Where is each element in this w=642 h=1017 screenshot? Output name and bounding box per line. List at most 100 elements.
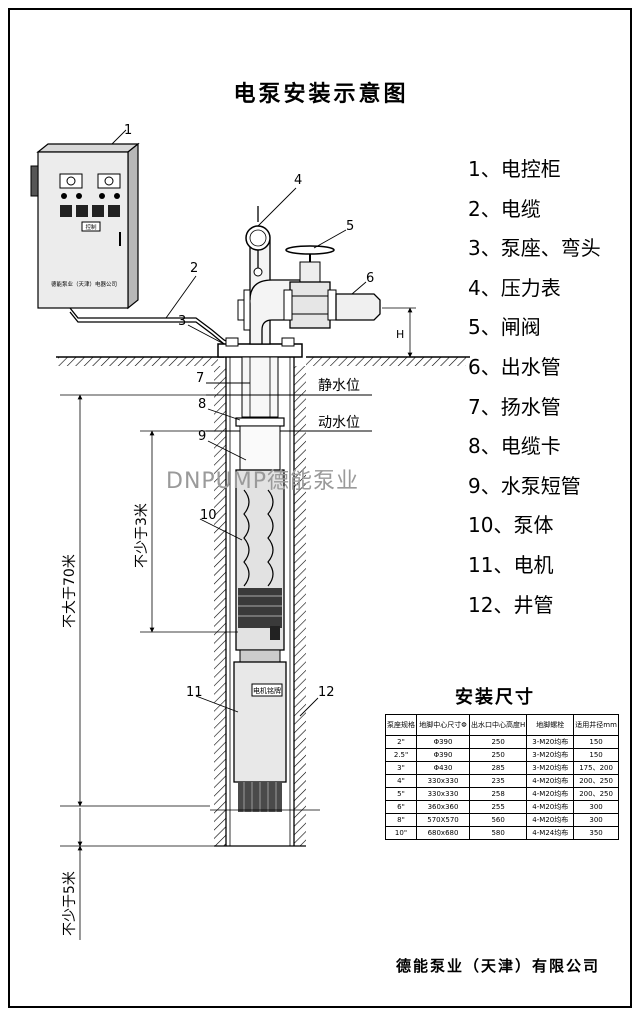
table-cell: 330x330 xyxy=(416,787,470,801)
watermark: DNPUMP德能泵业 xyxy=(166,469,360,494)
legend-item: 6、出水管 xyxy=(468,354,561,379)
table-cell: 200、250 xyxy=(573,774,619,788)
table-cell: 4-M20均布 xyxy=(526,787,575,801)
table-cell: 175、200 xyxy=(573,761,619,775)
table-header: 出水口中心高度H xyxy=(468,714,528,736)
pump-short-pipe xyxy=(239,425,281,471)
outlet-pipe xyxy=(335,293,381,321)
table-cell: 3-M20均布 xyxy=(526,761,575,775)
table-cell: Φ390 xyxy=(416,748,470,762)
motor: 电机铭牌 xyxy=(233,649,287,812)
table-cell: 250 xyxy=(468,735,528,749)
callout-9: 9 xyxy=(198,429,206,444)
static-water-level: 静水位 xyxy=(318,378,360,394)
legend-item: 9、水泵短管 xyxy=(468,473,581,498)
table-cell: 2" xyxy=(385,735,417,749)
callout-8: 8 xyxy=(198,397,206,412)
cabinet-nameplate: 德能泵业（天津）电器公司 xyxy=(51,280,117,288)
table-cell: 150 xyxy=(573,748,619,762)
table-cell: 4-M24均布 xyxy=(526,826,575,840)
table-cell: 560 xyxy=(468,813,528,827)
table-cell: 6" xyxy=(385,800,417,814)
table-cell: 300 xyxy=(573,800,619,814)
legend-item: 8、电缆卡 xyxy=(468,434,561,459)
motor-nameplate: 电机铭牌 xyxy=(253,686,281,695)
callout-3: 3 xyxy=(178,314,186,329)
dimension-max-70m-label: 不大于70米 xyxy=(62,554,78,628)
legend-item: 2、电缆 xyxy=(468,196,541,221)
dimension-min-3m-label: 不少于3米 xyxy=(134,503,150,568)
table-cell: 2.5" xyxy=(385,748,417,762)
legend-item: 7、扬水管 xyxy=(468,394,561,419)
callout-12: 12 xyxy=(318,685,335,700)
table-cell: 4-M20均布 xyxy=(526,800,575,814)
dimension-min-3m: 不少于3米 xyxy=(134,430,238,633)
pump-body xyxy=(235,469,285,651)
gate-valve xyxy=(283,245,337,329)
page-title: 电泵安装示意图 xyxy=(233,82,409,107)
dimension-min-5m-label: 不少于5米 xyxy=(62,871,78,936)
callout-6: 6 xyxy=(366,271,374,286)
table-cell: Φ430 xyxy=(416,761,470,775)
legend-item: 11、电机 xyxy=(468,552,554,577)
callout-7: 7 xyxy=(196,371,204,386)
legend-item: 1、电控柜 xyxy=(468,157,561,181)
table-title: 安装尺寸 xyxy=(455,687,535,708)
table-cell: 235 xyxy=(468,774,528,788)
table-cell: 4" xyxy=(385,774,417,788)
table-cell: 360x360 xyxy=(416,800,470,814)
table-cell: 285 xyxy=(468,761,528,775)
dimension-min-5m: 不少于5米 xyxy=(60,808,214,940)
table-cell: 200、250 xyxy=(573,787,619,801)
legend: 1、电控柜 2、电缆 3、泵座、弯头 4、压力表 5、闸阀 6、出水管 7、扬水… xyxy=(468,150,601,625)
legend-item: 10、泵体 xyxy=(468,513,554,538)
water-levels: 静水位 动水位 xyxy=(206,378,372,432)
company-name: 德能泵业（天津）有限公司 xyxy=(396,957,601,975)
callout-10: 10 xyxy=(200,508,217,523)
table-cell: 5" xyxy=(385,787,417,801)
callout-1: 1 xyxy=(124,123,132,138)
table-header: 适用井径mm xyxy=(573,714,619,736)
cable xyxy=(69,307,237,347)
table-cell: 300 xyxy=(573,813,619,827)
table-cell: 4-M20均布 xyxy=(526,813,575,827)
table-cell: 330x330 xyxy=(416,774,470,788)
table-header: 地脚螺栓 xyxy=(526,714,575,736)
table-cell: 255 xyxy=(468,800,528,814)
callouts: 1 2 3 4 5 6 7 8 9 10 11 12 xyxy=(111,123,374,717)
control-cabinet: 控制 德能泵业（天津）电器公司 xyxy=(30,142,140,310)
table-cell: 150 xyxy=(573,735,619,749)
callout-5: 5 xyxy=(346,219,354,234)
dynamic-water-level: 动水位 xyxy=(318,415,360,431)
dimension-max-70m: 不大于70米 xyxy=(60,394,210,807)
callout-4: 4 xyxy=(294,173,302,188)
installation-size-table: 泵座规格 地脚中心尺寸Φ 出水口中心高度H 地脚螺栓 适用井径mm 2"Φ390… xyxy=(385,714,619,840)
h-label: H xyxy=(396,328,404,341)
table-cell: 258 xyxy=(468,787,528,801)
table-cell: 3" xyxy=(385,761,417,775)
pressure-gauge xyxy=(245,206,271,277)
page-frame xyxy=(8,8,632,1008)
callout-11: 11 xyxy=(186,685,203,700)
cabinet-button-label: 控制 xyxy=(85,223,97,231)
table-header: 泵座规格 xyxy=(385,714,417,736)
table-cell: 10" xyxy=(385,826,417,840)
table-cell: 3-M20均布 xyxy=(526,735,575,749)
callout-2: 2 xyxy=(190,261,198,276)
table-header-row: 泵座规格 地脚中心尺寸Φ 出水口中心高度H 地脚螺栓 适用井径mm xyxy=(385,714,619,736)
legend-item: 3、泵座、弯头 xyxy=(468,236,601,261)
table-cell: 350 xyxy=(573,826,619,840)
well-casing xyxy=(214,357,306,846)
h-dimension: H xyxy=(382,307,416,358)
legend-item: 12、井管 xyxy=(468,592,554,617)
ground xyxy=(56,356,470,366)
